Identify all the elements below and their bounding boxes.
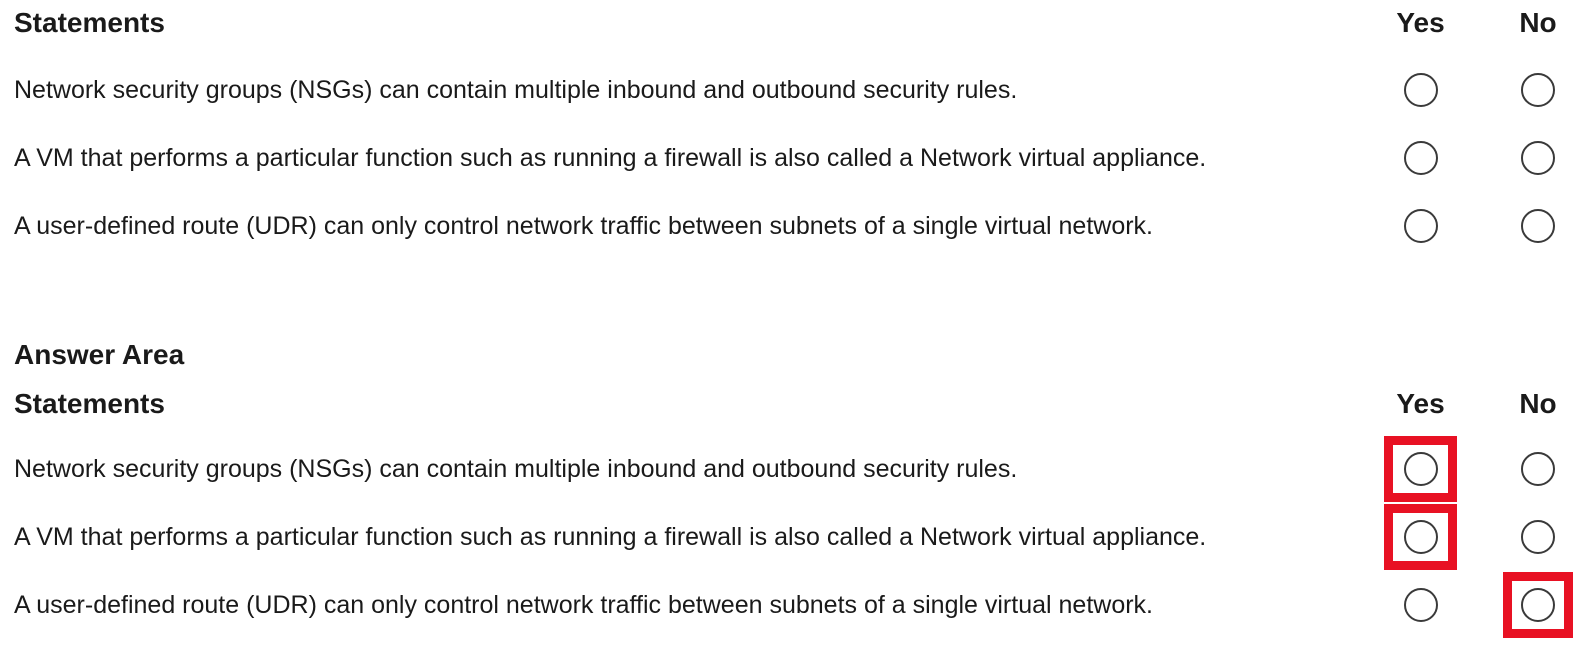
correct-answer-highlight bbox=[1503, 572, 1573, 638]
radio-button-yes[interactable] bbox=[1403, 520, 1438, 554]
radio-frame bbox=[1384, 57, 1457, 123]
radio-frame bbox=[1503, 125, 1573, 191]
statement-text: Network security groups (NSGs) can conta… bbox=[14, 455, 1018, 483]
yes-option-cell bbox=[1384, 571, 1457, 639]
statement-row-3: A user-defined route (UDR) can only cont… bbox=[14, 192, 1573, 260]
statement-text: A user-defined route (UDR) can only cont… bbox=[14, 591, 1153, 619]
no-option-cell bbox=[1503, 56, 1573, 124]
radio-frame bbox=[1503, 193, 1573, 259]
correct-answer-highlight bbox=[1384, 504, 1457, 570]
statement-text: A VM that performs a particular function… bbox=[14, 144, 1207, 172]
radio-button-no[interactable] bbox=[1521, 520, 1555, 554]
no-option-cell bbox=[1503, 571, 1573, 639]
no-option-cell bbox=[1503, 192, 1573, 260]
radio-button-yes[interactable] bbox=[1403, 588, 1438, 622]
statement-row-2: A VM that performs a particular function… bbox=[14, 124, 1573, 192]
statement-text: A user-defined route (UDR) can only cont… bbox=[14, 212, 1153, 240]
radio-frame bbox=[1503, 504, 1573, 570]
answer-area-title: Answer Area bbox=[14, 339, 185, 370]
statements-column-header: Statements bbox=[14, 388, 165, 419]
answer-row-3: A user-defined route (UDR) can only cont… bbox=[14, 571, 1573, 639]
radio-button-yes[interactable] bbox=[1403, 452, 1438, 486]
yes-option-cell bbox=[1384, 56, 1457, 124]
yes-column-header: Yes bbox=[1396, 388, 1445, 419]
correct-answer-highlight bbox=[1384, 436, 1457, 502]
question-table: Statements Yes No Network security group… bbox=[14, 0, 1573, 260]
yes-column-header: Yes bbox=[1396, 7, 1445, 38]
statement-row-1: Network security groups (NSGs) can conta… bbox=[14, 56, 1573, 124]
yes-option-cell bbox=[1384, 435, 1457, 503]
no-option-cell bbox=[1503, 503, 1573, 571]
statement-text: Network security groups (NSGs) can conta… bbox=[14, 76, 1018, 104]
statements-column-header: Statements bbox=[14, 7, 165, 38]
no-column-header: No bbox=[1519, 7, 1557, 38]
radio-frame bbox=[1503, 57, 1573, 123]
radio-frame bbox=[1384, 572, 1457, 638]
question-table-header: Statements Yes No bbox=[14, 0, 1573, 56]
answer-row-2: A VM that performs a particular function… bbox=[14, 503, 1573, 571]
yes-option-cell bbox=[1384, 124, 1457, 192]
no-option-cell bbox=[1503, 435, 1573, 503]
yes-option-cell bbox=[1384, 192, 1457, 260]
radio-button-no[interactable] bbox=[1521, 452, 1555, 486]
radio-button-yes[interactable] bbox=[1403, 209, 1438, 243]
answer-row-1: Network security groups (NSGs) can conta… bbox=[14, 435, 1573, 503]
no-option-cell bbox=[1503, 124, 1573, 192]
yes-option-cell bbox=[1384, 503, 1457, 571]
radio-frame bbox=[1503, 436, 1573, 502]
radio-button-no[interactable] bbox=[1521, 73, 1555, 107]
answer-area: Answer Area Statements Yes No Network se… bbox=[14, 338, 1573, 639]
statement-text: A VM that performs a particular function… bbox=[14, 523, 1207, 551]
no-column-header: No bbox=[1519, 388, 1557, 419]
radio-frame bbox=[1384, 125, 1457, 191]
answer-table-header: Statements Yes No bbox=[14, 371, 1573, 435]
radio-button-yes[interactable] bbox=[1403, 73, 1438, 107]
radio-button-yes[interactable] bbox=[1403, 141, 1438, 175]
radio-button-no[interactable] bbox=[1521, 588, 1555, 622]
radio-frame bbox=[1384, 193, 1457, 259]
radio-button-no[interactable] bbox=[1521, 141, 1555, 175]
radio-button-no[interactable] bbox=[1521, 209, 1555, 243]
